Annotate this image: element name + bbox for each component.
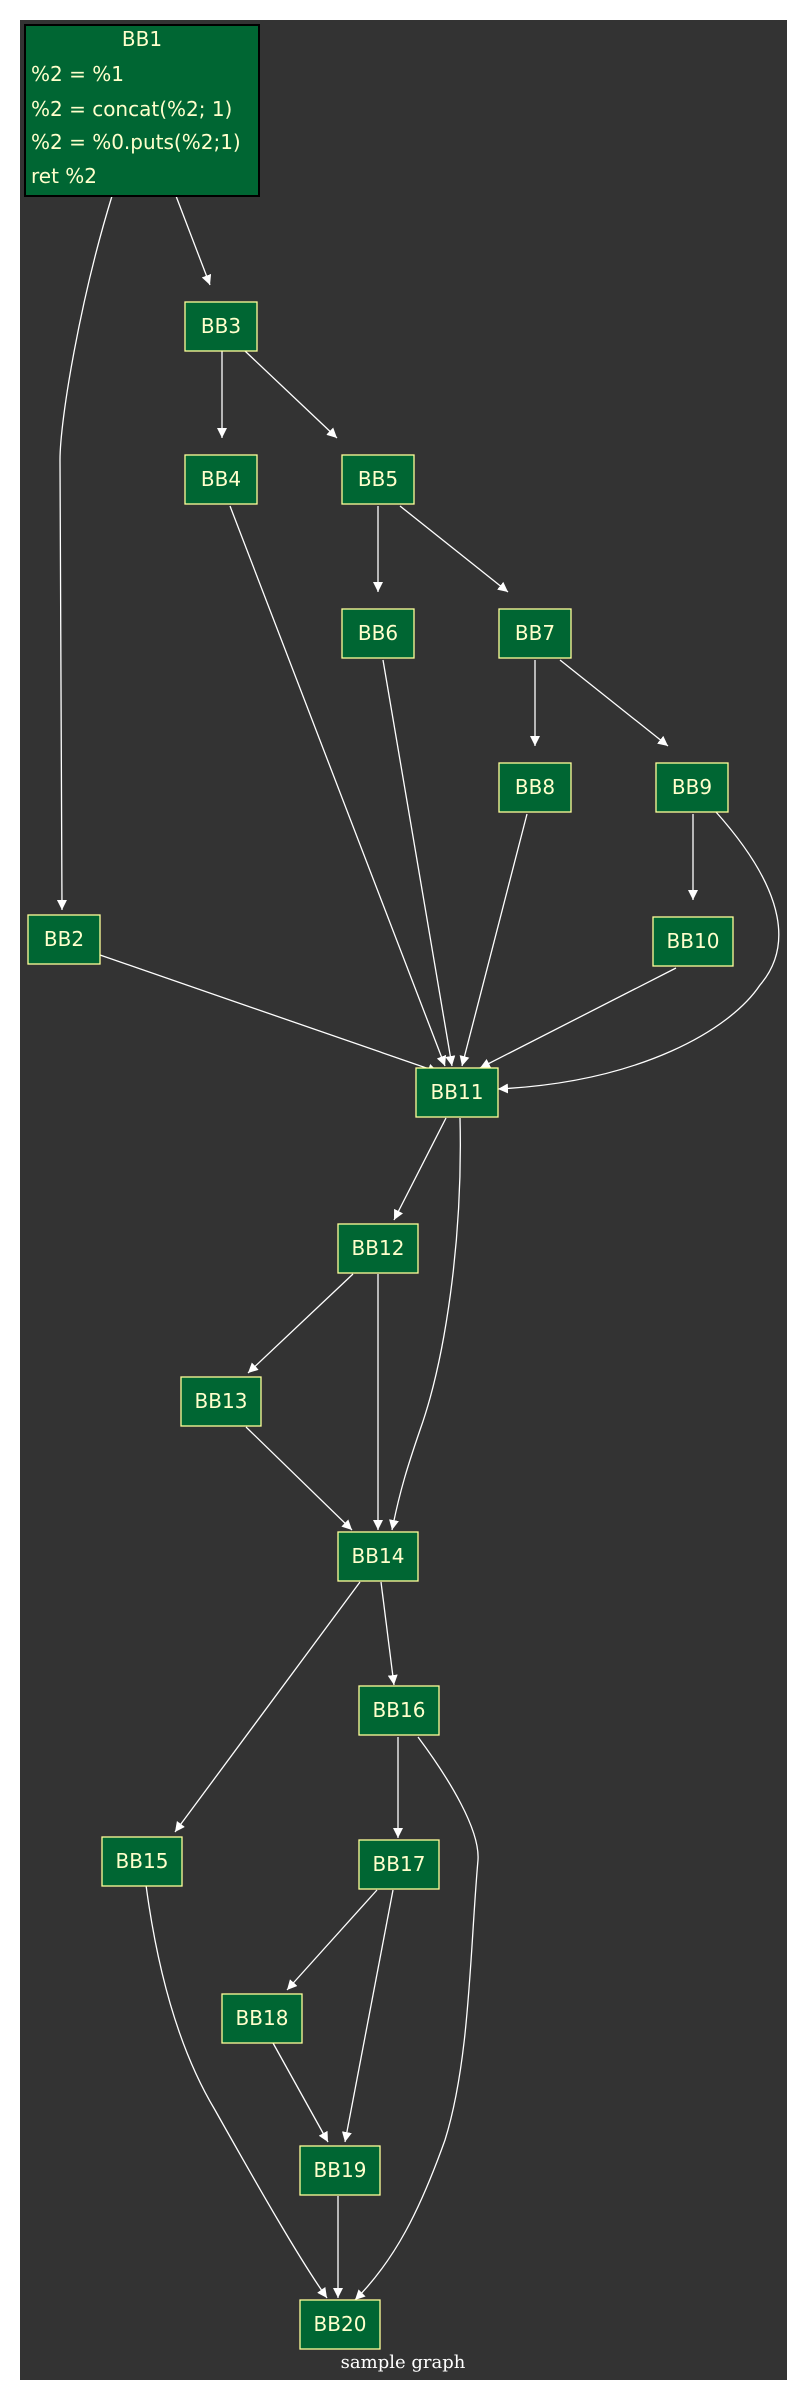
node-bb5: BB5 (341, 454, 415, 505)
node-bb12-label: BB12 (352, 1236, 405, 1260)
node-bb6-label: BB6 (358, 621, 398, 645)
edge-bb13-bb14 (245, 1426, 353, 1531)
node-bb20-label: BB20 (314, 2312, 367, 2336)
node-bb1-line-2: %2 = concat(%2; 1) (31, 97, 232, 121)
node-bb12: BB12 (337, 1223, 419, 1274)
node-bb16: BB16 (358, 1685, 440, 1736)
edge-bb10-bb11 (479, 967, 677, 1069)
node-bb15-label: BB15 (116, 1849, 169, 1873)
node-bb15: BB15 (101, 1836, 183, 1887)
edge-bb15-bb20 (145, 1884, 328, 2299)
node-bb11: BB11 (415, 1067, 499, 1118)
edge-bb8-bb11 (459, 813, 528, 1067)
edge-bb17-bb19 (341, 1889, 394, 2143)
edge-bb16-bb20 (354, 1736, 479, 2301)
edge-bb9-bb11 (497, 811, 780, 1094)
node-bb10-label: BB10 (667, 929, 720, 953)
node-bb9: BB9 (655, 762, 729, 813)
node-bb1: BB1 %2 = %1 %2 = concat(%2; 1) %2 = %0.p… (24, 24, 260, 197)
edge-bb14-bb15 (174, 1581, 361, 1833)
node-bb14-label: BB14 (352, 1544, 405, 1568)
node-bb4: BB4 (184, 454, 258, 505)
node-bb17-label: BB17 (373, 1852, 426, 1876)
node-bb8: BB8 (498, 762, 572, 813)
node-bb16-label: BB16 (373, 1698, 426, 1722)
edge-bb11-bb14 (389, 1117, 461, 1531)
node-bb1-line-1: %2 = %1 (31, 62, 124, 86)
node-bb7-label: BB7 (515, 621, 555, 645)
node-bb1-line-3: %2 = %0.puts(%2;1) (31, 130, 241, 154)
node-bb3-label: BB3 (201, 314, 241, 338)
node-bb9-label: BB9 (672, 775, 712, 799)
edge-bb2-bb11 (99, 954, 439, 1074)
node-bb8-label: BB8 (515, 775, 555, 799)
edge-bb5-bb7 (399, 505, 509, 593)
graph-caption: sample graph (341, 2352, 466, 2373)
edge-bb11-bb12 (393, 1117, 447, 1221)
node-bb18-label: BB18 (236, 2006, 289, 2030)
node-bb19: BB19 (299, 2145, 381, 2196)
edges (56, 195, 780, 2301)
edge-bb12-bb13 (247, 1273, 354, 1374)
node-bb1-line-4: ret %2 (31, 164, 97, 188)
node-bb13-label: BB13 (195, 1389, 248, 1413)
node-bb1-box (24, 24, 260, 197)
edge-bb6-bb11 (382, 659, 456, 1067)
node-bb6: BB6 (341, 608, 415, 659)
node-bb14: BB14 (337, 1531, 419, 1582)
edge-bb3-bb5 (244, 350, 338, 439)
edge-bb18-bb19 (272, 2042, 329, 2143)
node-bb7: BB7 (498, 608, 572, 659)
node-bb5-label: BB5 (358, 467, 398, 491)
node-bb20: BB20 (299, 2299, 381, 2350)
node-bb19-label: BB19 (314, 2158, 367, 2182)
node-bb1-title: BB1 (122, 27, 162, 51)
edge-bb1-bb3 (175, 195, 212, 286)
node-bb4-label: BB4 (201, 467, 241, 491)
edge-bb14-bb16 (380, 1581, 398, 1686)
node-bb2-label: BB2 (44, 927, 84, 951)
node-bb11-label: BB11 (431, 1080, 484, 1104)
edge-bb17-bb18 (286, 1889, 378, 1991)
edge-bb4-bb11 (229, 505, 447, 1067)
node-bb18: BB18 (221, 1993, 303, 2044)
edge-bb7-bb9 (559, 659, 669, 747)
node-bb13: BB13 (180, 1376, 262, 1427)
node-bb3: BB3 (184, 301, 258, 352)
node-bb10: BB10 (652, 916, 734, 967)
node-bb2: BB2 (27, 914, 101, 965)
edge-bb1-bb2 (56, 195, 113, 911)
node-bb17: BB17 (358, 1839, 440, 1890)
